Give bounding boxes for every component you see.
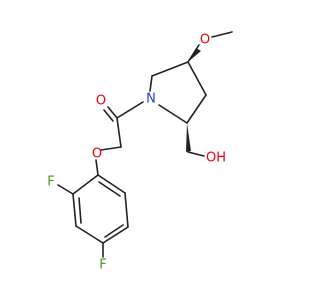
atom-o-carbonyl: O <box>96 94 106 109</box>
ring-bond-6 <box>97 174 126 194</box>
ring-bond-2 <box>72 193 77 227</box>
ring-double-2 <box>104 224 124 238</box>
atom-f-ortho: F <box>47 175 54 190</box>
bond-ch2-oh <box>187 151 205 157</box>
atom-f-para: F <box>99 258 106 273</box>
atom-oh: OH <box>206 151 226 166</box>
bond-c5-n <box>149 75 153 92</box>
wedge-c2-ch2 <box>186 123 191 152</box>
bond-n-carbonyl <box>116 101 144 119</box>
bond-c4-c5 <box>151 61 189 77</box>
bond-methyl-o <box>211 31 233 38</box>
ring-bond-1 <box>72 174 99 195</box>
bond-ch2-oether <box>100 146 122 151</box>
bond-carbonyl-o-1 <box>107 106 118 119</box>
bond-c3-c2 <box>186 94 207 124</box>
bond-oether-aryl <box>95 159 99 176</box>
bond-c2-f <box>57 184 74 195</box>
bond-carbonyl-o-2 <box>103 109 114 122</box>
ring-double-1 <box>78 197 82 224</box>
ring-bond-4 <box>102 226 129 244</box>
atom-n-ring: N <box>146 92 156 107</box>
ring-bond-3 <box>75 225 104 244</box>
molecule-canvas: O O N O OH F F <box>47 31 233 273</box>
atom-o-ether: O <box>92 147 102 162</box>
ring-bond-5 <box>124 192 129 228</box>
wedge-c4-o <box>188 48 201 62</box>
bond-carbonyl-ch2 <box>116 117 122 148</box>
ring-double-3 <box>98 181 121 197</box>
structure-diagram: O O N O OH F F <box>47 31 233 273</box>
bond-c2-n <box>158 104 188 124</box>
bond-c4-c3 <box>187 61 207 96</box>
atom-o-methoxy: O <box>200 33 210 48</box>
